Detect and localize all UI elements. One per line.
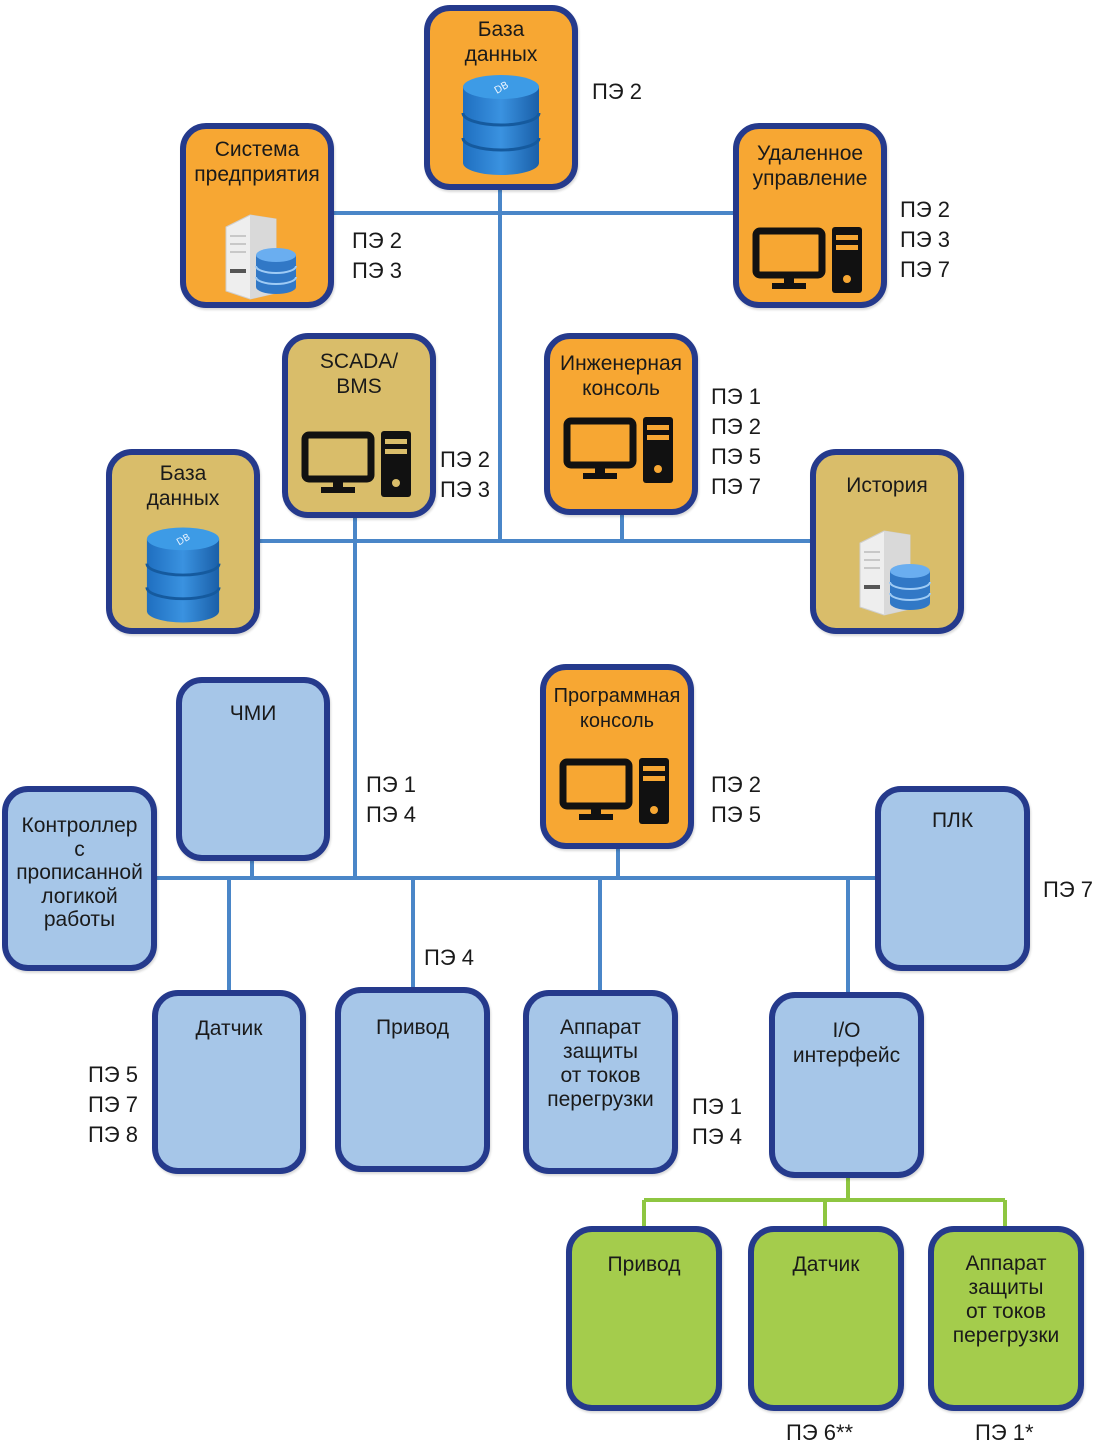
desktop-computer-icon xyxy=(563,417,673,483)
pe-label-drive: ПЭ 4 xyxy=(424,945,474,970)
node-field-breaker[interactable]: Аппарат защиты от токов перегрузки xyxy=(928,1226,1084,1411)
pe-label-sensor: ПЭ 5 ПЭ 7 ПЭ 8 xyxy=(88,1062,138,1147)
node-sensor[interactable]: Датчик xyxy=(152,990,306,1174)
desktop-computer-icon xyxy=(752,227,862,293)
node-title: История xyxy=(846,474,928,497)
node-database-mid[interactable]: База данных DB xyxy=(106,449,260,634)
pe-label-field-sensor: ПЭ 6** xyxy=(786,1420,854,1445)
node-title: Привод xyxy=(607,1253,681,1276)
node-drive[interactable]: Привод xyxy=(335,987,490,1172)
pe-label-field-breaker: ПЭ 1* xyxy=(975,1420,1034,1445)
pe-label-remote: ПЭ 2 ПЭ 3 ПЭ 7 xyxy=(900,197,950,282)
node-remote-control[interactable]: Удаленное управление xyxy=(733,123,887,308)
pe-label-enterprise: ПЭ 2 ПЭ 3 xyxy=(352,228,402,283)
node-database-top[interactable]: База данных DB xyxy=(424,5,578,190)
node-title: База данных xyxy=(464,18,538,66)
node-field-sensor[interactable]: Датчик xyxy=(748,1226,904,1411)
node-title: ПЛК xyxy=(931,809,974,832)
pe-label-eng-console: ПЭ 1 ПЭ 2 ПЭ 5 ПЭ 7 xyxy=(711,384,761,499)
node-engineering-console[interactable]: Инженерная консоль xyxy=(544,333,698,515)
node-field-drive[interactable]: Привод xyxy=(566,1226,722,1411)
pe-label-prog-console: ПЭ 2 ПЭ 5 xyxy=(711,772,761,827)
node-title: Программная консоль xyxy=(553,685,681,732)
node-hardwired-controller[interactable]: Контроллер с прописанной логикой работы xyxy=(2,786,157,971)
node-history[interactable]: История xyxy=(810,449,964,634)
server-database-icon xyxy=(859,530,931,616)
node-io-interface[interactable]: I/O интерфейс xyxy=(769,992,924,1178)
node-title: База данных xyxy=(146,462,220,510)
node-title: SCADA/ BMS xyxy=(319,350,399,398)
node-title: ЧМИ xyxy=(229,702,277,725)
pe-label-db-top: ПЭ 2 xyxy=(592,79,642,104)
node-title: Аппарат защиты от токов перегрузки xyxy=(952,1252,1060,1347)
node-title: Система предприятия xyxy=(194,138,320,186)
node-title: Инженерная консоль xyxy=(559,352,683,400)
node-overcurrent-breaker[interactable]: Аппарат защиты от токов перегрузки xyxy=(523,990,678,1174)
pe-label-plc: ПЭ 7 xyxy=(1043,877,1093,902)
pe-label-scada-link: ПЭ 1 ПЭ 4 xyxy=(366,772,416,827)
server-database-icon xyxy=(225,214,297,300)
database-icon: DB xyxy=(145,527,221,623)
desktop-computer-icon xyxy=(559,758,669,824)
node-enterprise-system[interactable]: Система предприятия xyxy=(180,123,334,308)
desktop-computer-icon xyxy=(301,431,411,497)
node-title: Удаленное управление xyxy=(752,142,868,190)
pe-label-scada: ПЭ 2 ПЭ 3 xyxy=(440,447,490,502)
node-title: Контроллер с прописанной логикой работы xyxy=(16,814,143,931)
node-programming-console[interactable]: Программная консоль xyxy=(540,664,694,849)
node-title: Датчик xyxy=(195,1017,263,1040)
node-title: I/O интерфейс xyxy=(792,1019,901,1067)
node-plc[interactable]: ПЛК xyxy=(875,786,1030,971)
node-hmi[interactable]: ЧМИ xyxy=(176,677,330,861)
node-title: Аппарат защиты от токов перегрузки xyxy=(547,1016,654,1111)
node-scada-bms[interactable]: SCADA/ BMS xyxy=(282,333,436,518)
pe-label-breaker: ПЭ 1 ПЭ 4 xyxy=(692,1094,742,1149)
node-title: Привод xyxy=(376,1016,449,1039)
node-title: Датчик xyxy=(792,1253,860,1276)
database-icon: DB xyxy=(461,75,541,175)
